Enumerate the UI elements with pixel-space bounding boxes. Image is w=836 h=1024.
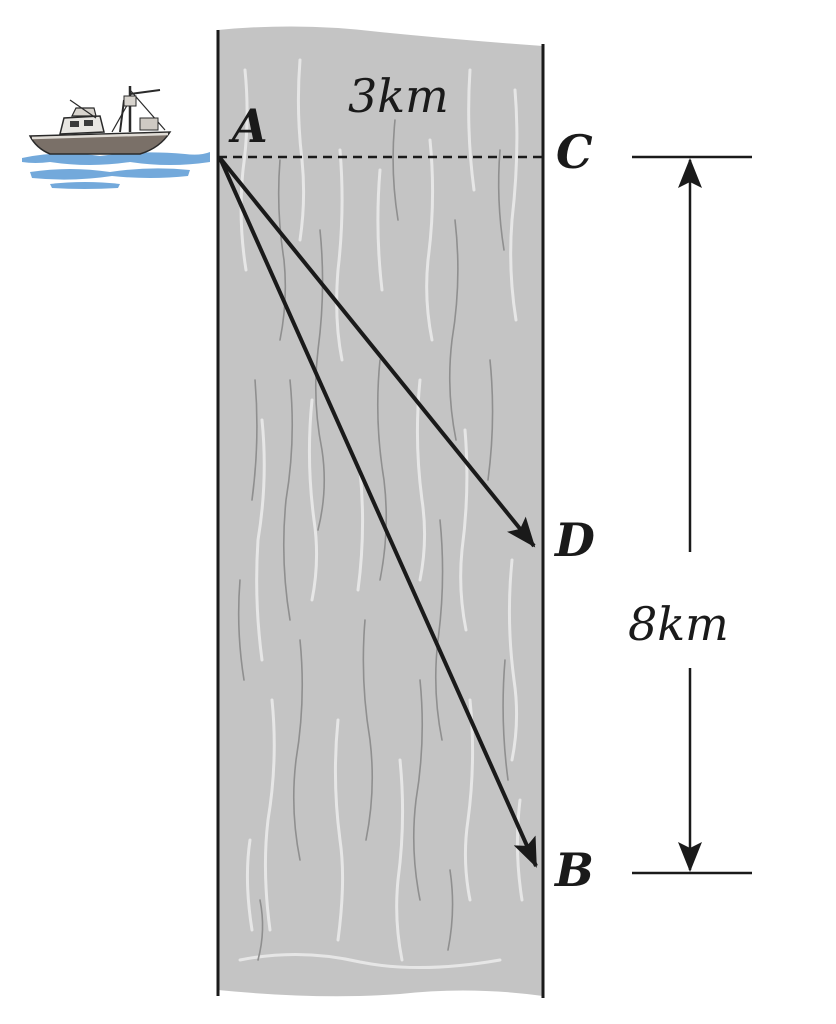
label-b: B [553, 843, 594, 897]
label-width: 3km [348, 69, 449, 123]
fishing-boat-icon [22, 86, 210, 189]
arrow-a-to-d [218, 156, 536, 548]
label-a: A [228, 99, 268, 153]
label-c: C [556, 125, 593, 179]
river-texture [237, 58, 524, 969]
river [218, 26, 543, 997]
arrow-a-to-b [218, 157, 538, 868]
label-d: D [553, 513, 595, 567]
label-length: 8km [628, 597, 729, 651]
